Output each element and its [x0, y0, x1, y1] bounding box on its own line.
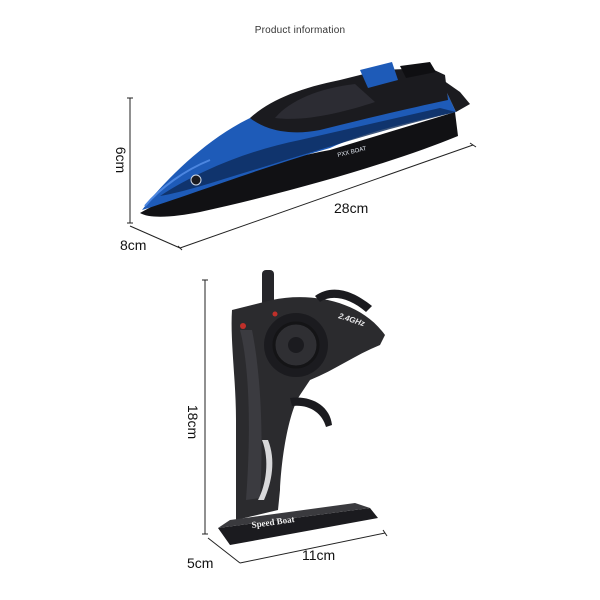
- boat-dimension-lines: [127, 97, 477, 251]
- boat-width-label: 8cm: [120, 237, 147, 253]
- controller-dimension-lines: [202, 279, 388, 564]
- rc-boat-image: [140, 62, 470, 217]
- controller-depth-label: 5cm: [187, 555, 214, 571]
- remote-controller-image: [218, 270, 385, 545]
- boat-height-label: 6cm: [113, 146, 130, 174]
- page-title: Product information: [254, 25, 346, 36]
- controller-width-label: 11cm: [302, 547, 336, 563]
- boat-length-label: 28cm: [334, 200, 369, 216]
- controller-height-label: 18cm: [185, 404, 202, 440]
